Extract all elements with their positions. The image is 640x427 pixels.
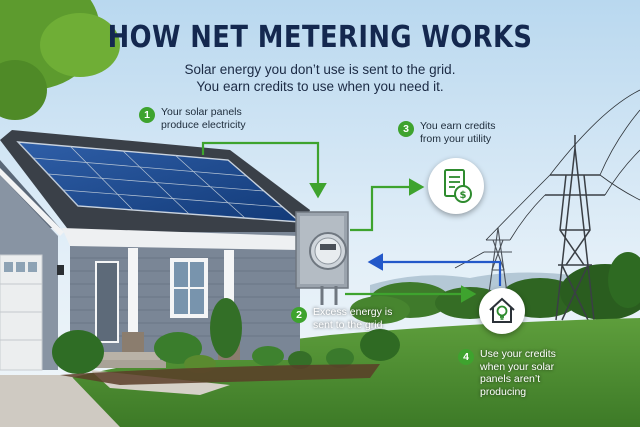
subtitle-line-2: You earn credits to use when you need it… xyxy=(196,79,444,94)
step-number-badge: 2 xyxy=(291,307,307,323)
tree-line xyxy=(350,264,640,324)
house-lightbulb-icon xyxy=(479,288,525,334)
right-tree xyxy=(608,252,640,308)
electric-meter xyxy=(295,211,349,305)
step-description: You earn credits from your utility xyxy=(420,120,496,145)
foreground-tree xyxy=(0,0,120,120)
arrow-panels-to-meter xyxy=(201,141,327,199)
shrubs xyxy=(52,298,400,374)
solar-panel-array xyxy=(16,141,303,223)
step-1: 1 Your solar panels produce electricity xyxy=(139,106,246,131)
step-number-badge: 1 xyxy=(139,107,155,123)
driveway xyxy=(0,375,120,427)
step-2: 2 Excess energy is sent to the grid xyxy=(291,306,392,331)
step-4: 4 Use your credits when your solar panel… xyxy=(458,348,556,398)
step-number-badge: 4 xyxy=(458,349,474,365)
mulch-bed xyxy=(60,364,380,385)
power-lines xyxy=(454,89,640,269)
step-3: 3 You earn credits from your utility xyxy=(398,120,496,145)
step-description: Your solar panels produce electricity xyxy=(161,106,246,131)
svg-text:$: $ xyxy=(460,190,467,201)
arrow-meter-to-credits xyxy=(350,178,425,232)
step-number-badge: 3 xyxy=(398,121,414,137)
flow-arrows xyxy=(201,141,502,303)
step-description: Use your credits when your solar panels … xyxy=(480,348,556,398)
transmission-tower-large xyxy=(545,135,605,321)
step-description: Excess energy is sent to the grid xyxy=(313,306,393,331)
subtitle-line-1: Solar energy you don’t use is sent to th… xyxy=(184,62,456,77)
arrow-grid-to-meter xyxy=(367,253,502,286)
page-title: HOW NET METERING WORKS xyxy=(107,20,533,55)
utility-bill-dollar-icon: $ xyxy=(428,158,484,214)
